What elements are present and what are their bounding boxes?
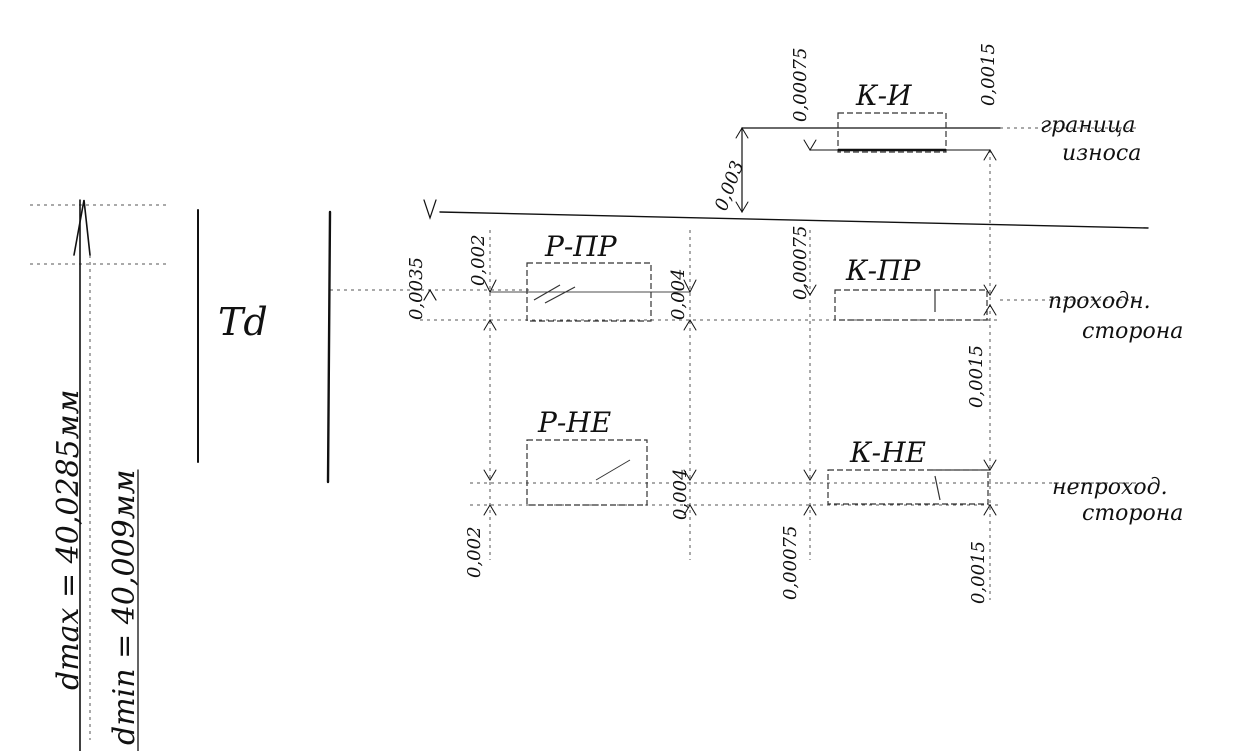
wear-limit-label-line2: износа (1062, 141, 1141, 166)
dim-0004-top: 0,004 (668, 268, 689, 320)
gauge-fields (526, 112, 989, 506)
dimension-arrows (73, 127, 997, 516)
k-ne-label: К-НЕ (849, 436, 926, 469)
dim-0002-top: 0,002 (468, 234, 489, 286)
r-ne-label: Р-НЕ (537, 406, 611, 439)
dimension-values: 0,0035 0,002 0,004 0,002 0,004 0,003 0,0… (406, 43, 999, 604)
nogo-side-label-line2: сторона (1082, 501, 1183, 526)
r-pr-field (526, 262, 652, 322)
dim-0003: 0,003 (711, 158, 748, 214)
k-i-label: К-И (855, 79, 912, 112)
r-pr-label: Р-ПР (544, 230, 618, 263)
dim-00015-bottom: 0,0015 (968, 541, 989, 604)
wear-limit-label-line1: граница (1040, 113, 1135, 138)
dmin-label: dmin = 40,009мм (107, 470, 142, 746)
labels: dmax = 40,0285мм dmin = 40,009мм Td Р-ПР… (51, 79, 1183, 745)
dim-00075-bottom: 0,00075 (780, 526, 801, 600)
nogo-side-label-line1: непроход. (1052, 475, 1168, 500)
dim-00015-top: 0,0015 (978, 43, 999, 106)
r-ne-field (526, 439, 648, 506)
dim-0004-bottom: 0,004 (670, 468, 691, 520)
dim-00075-top: 0,00075 (790, 48, 811, 122)
go-side-label-line2: сторона (1082, 319, 1183, 344)
dim-00075-mid: 0,00075 (790, 226, 811, 300)
dim-0035: 0,0035 (406, 257, 427, 320)
dim-0002-bottom: 0,002 (464, 526, 485, 578)
k-pr-label: К-ПР (845, 254, 922, 287)
td-right-line (326, 210, 332, 484)
go-side-label-line1: проходн. (1048, 289, 1151, 314)
dim-00015-mid: 0,0015 (966, 345, 987, 408)
k-pr-field (834, 289, 988, 321)
zero-line (439, 211, 1149, 229)
dmax-label: dmax = 40,0285мм (51, 390, 86, 690)
td-label: Td (218, 300, 268, 344)
k-i-field (837, 112, 947, 153)
k-ne-field (827, 469, 989, 505)
